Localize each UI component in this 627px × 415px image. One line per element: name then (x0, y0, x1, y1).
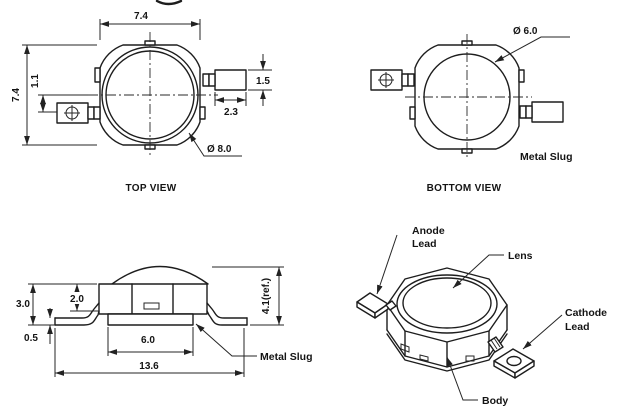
facet-mark (419, 354, 429, 362)
bottom-view-caption: BOTTOM VIEW (427, 183, 502, 194)
side-view: 3.0 2.0 0.5 6.0 13.6 4.1(ref.) Metal Slu… (16, 265, 313, 377)
bottom-view-right-nub (518, 69, 525, 83)
side-view-dim-lead-thickness: 0.5 (24, 333, 38, 344)
side-view-right-lead (206, 302, 248, 319)
top-view-left-nub (94, 67, 101, 83)
side-view-metal-slug (107, 313, 194, 326)
bottom-view-cathode-connector (519, 105, 527, 119)
facet-mark (465, 355, 475, 362)
bottom-view-left-nub (409, 106, 416, 120)
anode-lead-label-line2: Lead (412, 238, 437, 250)
side-view-window (143, 302, 160, 310)
cathode-lead-label-line1: Cathode (565, 307, 607, 319)
top-view-body-outline (99, 44, 201, 146)
side-view-left-lead (54, 310, 100, 326)
bottom-view-body-outline (414, 44, 520, 150)
perspective-rim-inner-edge (396, 274, 498, 334)
top-view-dim-height: 7.4 (11, 88, 22, 102)
perspective-rim-outline (386, 267, 508, 343)
perspective-anode-lead-side (374, 303, 389, 319)
bottom-view-cathode-connector2 (525, 105, 533, 119)
top-view-dim-diameter: Ø 8.0 (207, 144, 232, 155)
top-view-dim-width: 7.4 (134, 11, 148, 22)
top-view-anode-connector (87, 106, 95, 120)
anode-lead-label-line1: Anode (412, 225, 445, 237)
body-label: Body (482, 395, 508, 407)
side-view-metal-slug-label: Metal Slug (260, 351, 313, 363)
top-view-cathode-connector2 (208, 73, 216, 87)
perspective-cathode-lead-side (514, 360, 535, 379)
side-view-dim-total-width: 13.6 (139, 361, 159, 372)
side-view-dim-total-height: 4.1(ref.) (261, 278, 272, 314)
top-view-dim-lead-height: 1.5 (256, 76, 270, 87)
top-view-dim-lead-offset: 1.1 (30, 74, 41, 88)
top-view-caption: TOP VIEW (126, 183, 177, 194)
bottom-view-anode-connector2 (407, 73, 415, 87)
perspective-cathode-hole (506, 355, 522, 367)
bottom-view-metal-slug-label: Metal Slug (520, 151, 573, 163)
top-view-dim-lead-length: 2.3 (224, 107, 238, 118)
bottom-view-cathode-lead (531, 101, 564, 123)
side-view-dim-inner-height: 2.0 (70, 294, 84, 305)
side-view-right-lead (206, 310, 248, 326)
cathode-lead-label-line2: Lead (565, 321, 590, 333)
side-view-left-lead (54, 302, 100, 319)
lens-label: Lens (508, 250, 533, 262)
perspective-lens (402, 277, 492, 329)
side-view-dome-lens (111, 265, 209, 285)
bottom-view-dim-slug-diameter: Ø 6.0 (513, 26, 538, 37)
top-view-cathode-connector (202, 73, 210, 87)
bottom-view: Ø 6.0 Metal Slug BOTTOM VIEW (370, 26, 573, 194)
cropped-text-fragment (155, 0, 183, 6)
perspective-view: Anode Lead Lens Cathode Lead Body (356, 225, 607, 407)
top-view-right-nub (199, 106, 206, 120)
top-view-anode-connector2 (93, 106, 101, 120)
perspective-anode-connector (385, 300, 397, 311)
bottom-view-anode-connector (401, 73, 409, 87)
side-view-dim-slug-width: 6.0 (141, 335, 155, 346)
top-view-cathode-lead (214, 69, 247, 91)
top-view: 7.4 7.4 1.1 1.5 2.3 Ø 8.0 TOP VIEW (11, 11, 274, 194)
side-view-dim-body-height: 3.0 (16, 299, 30, 310)
facet-mark (400, 343, 410, 353)
